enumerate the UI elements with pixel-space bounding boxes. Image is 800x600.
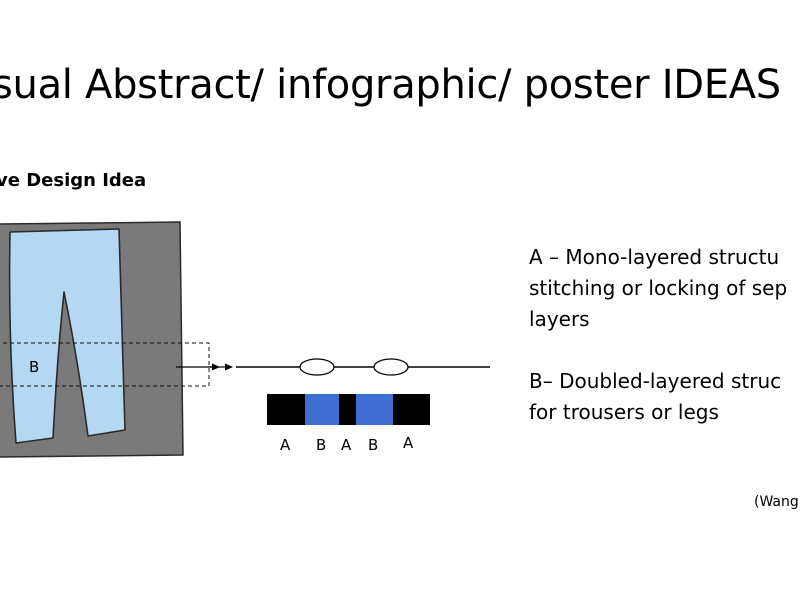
description-a-line: A – Mono-layered structu bbox=[529, 245, 780, 269]
trouser-sketch: B bbox=[0, 221, 210, 458]
description-b-line: for trousers or legs bbox=[529, 400, 719, 424]
layer-label: A bbox=[341, 436, 352, 454]
lock-point-icon bbox=[299, 358, 335, 376]
description-a: A – Mono-layered structu stitching or lo… bbox=[529, 242, 787, 335]
description-a-line: layers bbox=[529, 307, 590, 331]
lock-point-icon bbox=[373, 358, 409, 376]
layer-segment-a bbox=[267, 394, 305, 425]
cross-section-marker bbox=[0, 342, 210, 387]
arrows bbox=[176, 363, 233, 371]
section-heading: ve Design Idea bbox=[0, 170, 147, 191]
description-a-line: stitching or locking of sep bbox=[529, 276, 788, 300]
citation: (Wang bbox=[754, 494, 799, 510]
stitch-line bbox=[236, 358, 490, 376]
trouser-label: B bbox=[29, 358, 39, 376]
layer-bar bbox=[267, 394, 430, 425]
description-b: B– Doubled-layered struc for trousers or… bbox=[529, 366, 781, 428]
layer-segment-b bbox=[305, 394, 339, 425]
layer-label: B bbox=[368, 436, 378, 454]
layer-label: B bbox=[316, 436, 326, 454]
layer-label: A bbox=[280, 436, 291, 454]
trouser-icon bbox=[8, 228, 126, 444]
layer-segment-a bbox=[339, 394, 356, 425]
layer-labels: A B A B A bbox=[280, 434, 414, 454]
layer-segment-b bbox=[356, 394, 393, 425]
slide-title: sual Abstract/ infographic/ poster IDEAS bbox=[0, 62, 781, 108]
layer-segment-a bbox=[393, 394, 430, 425]
layer-label: A bbox=[403, 434, 414, 452]
arrow-head-icon bbox=[225, 363, 233, 371]
description-b-line: B– Doubled-layered struc bbox=[529, 369, 782, 393]
